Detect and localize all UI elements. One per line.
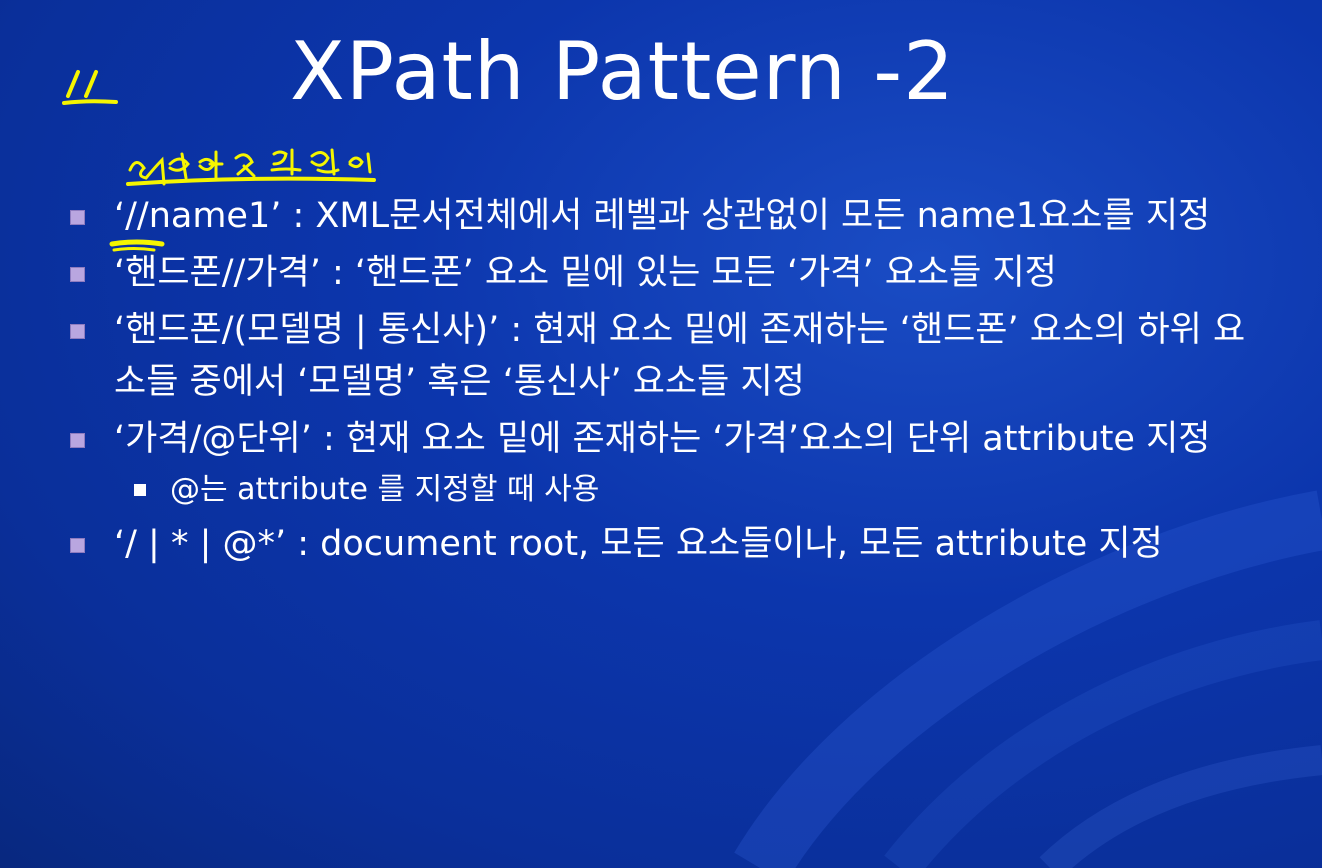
sub-bullet-list: @는 attribute 를 지정할 때 사용 bbox=[114, 467, 1252, 513]
bullet-item: ‘/ | * | @*’ : document root, 모든 요소들이나, … bbox=[0, 518, 1322, 570]
bullet-list: ‘//name1’ : XML문서전체에서 레벨과 상관없이 모든 name1요… bbox=[0, 190, 1322, 575]
square-bullet-icon bbox=[70, 433, 85, 448]
square-sub-bullet-icon bbox=[134, 484, 146, 496]
bullet-item: ‘가격/@단위’ : 현재 요소 밑에 존재하는 ‘가격’요소의 단위 attr… bbox=[0, 413, 1322, 513]
sub-bullet-text: @는 attribute 를 지정할 때 사용 bbox=[170, 472, 600, 507]
square-bullet-icon bbox=[70, 538, 85, 553]
square-bullet-icon bbox=[70, 267, 85, 282]
bullet-item: ‘핸드폰/(모델명 | 통신사)’ : 현재 요소 밑에 존재하는 ‘핸드폰’ … bbox=[0, 304, 1322, 408]
square-bullet-icon bbox=[70, 324, 85, 339]
sub-bullet-item: @는 attribute 를 지정할 때 사용 bbox=[104, 467, 1252, 513]
bullet-text: ‘핸드폰/(모델명 | 통신사)’ : 현재 요소 밑에 존재하는 ‘핸드폰’ … bbox=[114, 310, 1246, 402]
bullet-text: ‘가격/@단위’ : 현재 요소 밑에 존재하는 ‘가격’요소의 단위 attr… bbox=[114, 419, 1211, 459]
square-bullet-icon bbox=[70, 210, 85, 225]
slide-title: XPath Pattern -2 bbox=[290, 25, 955, 118]
bullet-text: ‘/ | * | @*’ : document root, 모든 요소들이나, … bbox=[114, 524, 1163, 564]
bullet-item: ‘핸드폰//가격’ : ‘핸드폰’ 요소 밑에 있는 모든 ‘가격’ 요소들 지… bbox=[0, 247, 1322, 299]
handwritten-note-annotation bbox=[126, 148, 376, 186]
bullet-item: ‘//name1’ : XML문서전체에서 레벨과 상관없이 모든 name1요… bbox=[0, 190, 1322, 242]
handwritten-slide-number-mark bbox=[62, 70, 118, 105]
handwritten-underline-mark bbox=[109, 239, 165, 252]
bullet-text: ‘핸드폰//가격’ : ‘핸드폰’ 요소 밑에 있는 모든 ‘가격’ 요소들 지… bbox=[114, 253, 1057, 293]
bullet-text: ‘//name1’ : XML문서전체에서 레벨과 상관없이 모든 name1요… bbox=[114, 196, 1211, 236]
